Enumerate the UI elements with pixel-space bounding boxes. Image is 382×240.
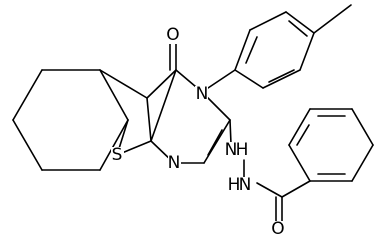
bond-aryl-d3 — [288, 20, 308, 37]
nitrogen-pyrimidine-bottom-label: N — [168, 153, 181, 173]
bond-benz2 — [351, 144, 374, 182]
bond-benz5 — [288, 108, 311, 146]
bond-th5 — [146, 69, 177, 99]
hydrazine-n2-mask — [240, 177, 251, 194]
hydrazine-h2-label: H — [228, 175, 241, 195]
oxygen-amide-label: O — [271, 219, 284, 239]
bond-ch2 — [12, 69, 43, 121]
bond-hydrazine1 — [229, 119, 232, 145]
bond-aryl1 — [234, 69, 264, 89]
bond-benz3 — [351, 108, 374, 146]
hydrazine-h2-mask — [229, 177, 240, 194]
bond-aryl6 — [234, 29, 251, 71]
bond-amide4 — [281, 180, 311, 198]
oxygen-carbonyl-mask — [166, 26, 180, 44]
nitrogen-pyrimidine-bottom-mask — [168, 155, 181, 172]
bond-pyrimidine-double — [207, 129, 223, 156]
bond-amide1 — [256, 182, 283, 198]
bond-th1 — [99, 69, 148, 99]
hydrazine-h1-label: H — [236, 140, 249, 160]
hydrazine-n1-label: N — [225, 140, 238, 160]
bond-aryl2 — [262, 69, 301, 89]
bond-aryl-d2 — [268, 69, 295, 83]
nitrogen-pyrimidine-top-mask — [195, 86, 208, 103]
bond-ch3 — [12, 119, 43, 171]
bond-aryl-d1 — [245, 36, 258, 64]
bond-methyl — [313, 4, 352, 34]
bond-aryl5 — [249, 11, 287, 31]
bond-aryl3 — [299, 32, 315, 71]
oxygen-carbonyl-label: O — [166, 25, 179, 45]
bond-ch5 — [99, 119, 129, 171]
bond-network — [12, 4, 374, 230]
bond-ch6 — [99, 69, 129, 121]
hydrazine-n2-label: N — [239, 175, 252, 195]
bond-benz6 — [288, 144, 311, 182]
bond-aryl4 — [285, 11, 315, 34]
sulfur-thiophene-label: S — [112, 145, 123, 165]
oxygen-amide-mask — [271, 221, 285, 238]
nitrogen-pyrimidine-top-label: N — [196, 84, 209, 104]
bond-py3 — [203, 119, 231, 164]
bond-py6 — [150, 69, 177, 142]
sulfur-thiophene-mask — [111, 147, 124, 164]
hydrazine-h1-mask — [237, 142, 248, 159]
bond-benz-d3 — [296, 124, 310, 146]
hydrazine-n1-mask — [226, 142, 237, 159]
bond-th2 — [146, 97, 152, 142]
atom-labels: O N S N N H N H O — [111, 25, 285, 239]
